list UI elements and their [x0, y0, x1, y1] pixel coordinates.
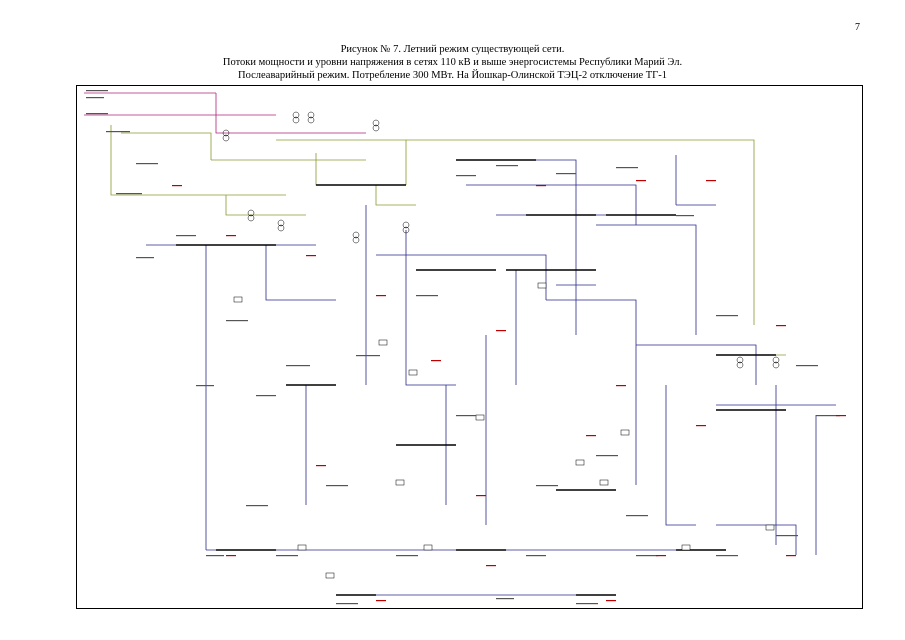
lines-110kv	[146, 155, 836, 596]
node-markers	[233, 282, 775, 579]
lines-220kv	[110, 125, 786, 356]
figure-caption: Рисунок № 7. Летний режим существующей с…	[0, 43, 905, 82]
flow-label-marks	[172, 180, 846, 602]
transformers	[222, 111, 780, 369]
caption-line-3: Послеаварийный режим. Потребление 300 МВ…	[238, 70, 667, 81]
lines-500kv	[84, 92, 366, 134]
caption-line-1: Рисунок № 7. Летний режим существующей с…	[340, 44, 565, 55]
node-label-marks	[86, 90, 840, 605]
caption-line-2: Потоки мощности и уровни напряжения в се…	[222, 57, 683, 68]
buses	[176, 159, 786, 596]
diagram-frame	[76, 85, 863, 609]
power-network-schematic	[84, 90, 846, 605]
page-number: 7	[855, 22, 860, 33]
